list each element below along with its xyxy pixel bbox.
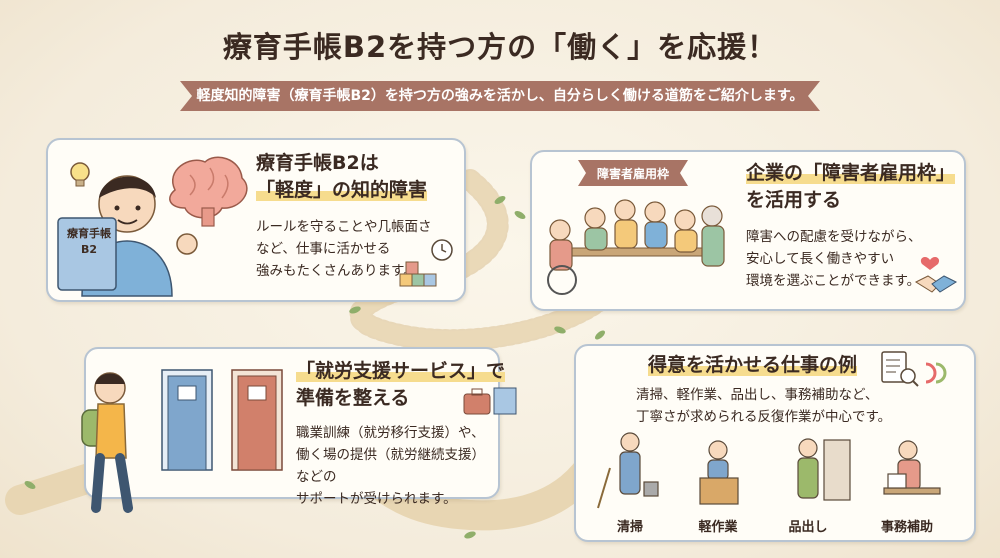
briefcase-building-icon: [463, 387, 517, 415]
subtitle: 軽度知的障害（療育手帳B2）を持つ方の強みを活かし、自分らしく働ける道筋をご紹介…: [196, 88, 804, 104]
employment-quota-tag: 障害者雇用枠: [596, 167, 669, 181]
clock-icon: [431, 239, 453, 261]
blocks-icon: [399, 261, 437, 287]
job-illustrations: [597, 432, 941, 509]
subtitle-ribbon: [180, 81, 820, 111]
tag-banner: [578, 160, 688, 186]
job-label-office-assist: 事務補助: [880, 520, 933, 535]
brain-icon: [169, 156, 248, 227]
card1-body: ルールを守ることや几帳面さ など、仕事に活かせる 強みもたくさんあります。: [256, 219, 432, 279]
card3-body: 職業訓練（就労移行支援）や、 働く場の提供（就労継続支援）などの サポートが受け…: [296, 425, 485, 507]
card4-heading: 得意を活かせる仕事の例: [648, 354, 858, 376]
doors-illustration: [161, 369, 283, 471]
handbook-label: 療育手帳 B2: [67, 227, 111, 256]
lightbulb-icon: [70, 162, 90, 187]
checklist-magnifier-icon: [881, 351, 947, 387]
person-with-handbook-illustration: [57, 162, 198, 297]
job-label-cleaning: 清掃: [616, 520, 643, 535]
team-meeting-illustration: [547, 199, 725, 295]
job-label-light-work: 軽作業: [698, 520, 738, 535]
card3-heading: 「就労支援サービス」で 準備を整える: [296, 360, 506, 409]
card2-heading: 企業の「障害者雇用枠」 を活用する: [746, 162, 956, 211]
card2-body: 障害への配慮を受けながら、 安心して長く働きやすい 環境を選ぶことができます。: [746, 229, 922, 289]
page-title: 療育手帳B2を持つ方の「働く」を応援！: [222, 30, 778, 64]
card4-body: 清掃、軽作業、品出し、事務補助など、 丁寧さが求められる反復作業が中心です。: [636, 387, 892, 425]
walking-person-illustration: [81, 372, 133, 513]
job-label-stocking: 品出し: [788, 520, 828, 535]
handshake-heart-icon: [914, 257, 958, 293]
card1-heading: 療育手帳B2は 「軽度」の知的障害: [256, 152, 428, 201]
